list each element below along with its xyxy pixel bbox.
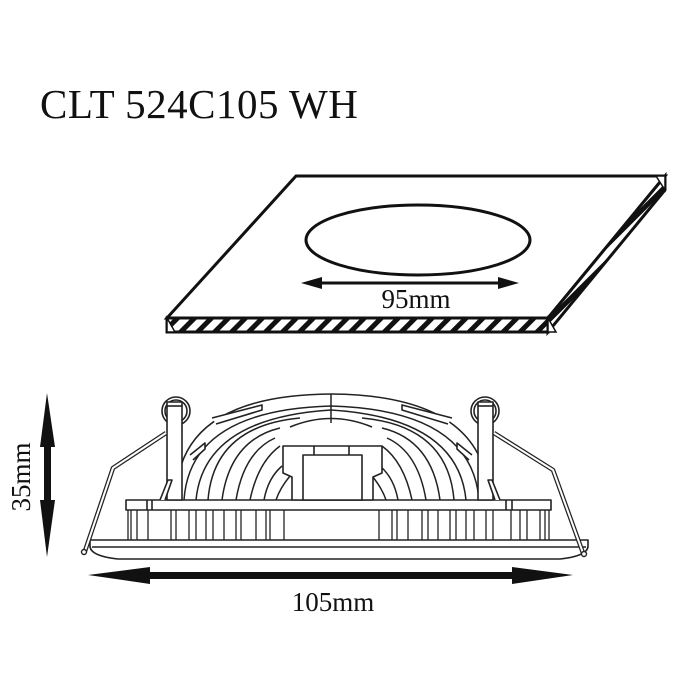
product-code-title: CLT 524C105 WH	[40, 81, 359, 127]
width-dimension-arrow	[88, 567, 573, 584]
heatsink-fins	[127, 510, 550, 540]
ceiling-panel-diagram: 95mm	[163, 171, 669, 337]
panel-front-edge	[165, 316, 550, 334]
downlight-side-view	[80, 393, 589, 560]
height-dimension-arrow	[40, 393, 55, 557]
left-spring-clip	[80, 396, 191, 556]
body-top-bar	[125, 499, 552, 511]
driver-block	[282, 445, 383, 501]
bezel-lens	[89, 539, 589, 560]
cutout-hole	[304, 203, 532, 277]
width-dimension-label: 105mm	[292, 587, 375, 617]
height-dimension-label: 35mm	[6, 442, 36, 511]
right-spring-clip	[470, 396, 588, 558]
cutout-diameter-arrow	[301, 277, 519, 289]
cutout-dimension-label: 95mm	[381, 284, 450, 314]
